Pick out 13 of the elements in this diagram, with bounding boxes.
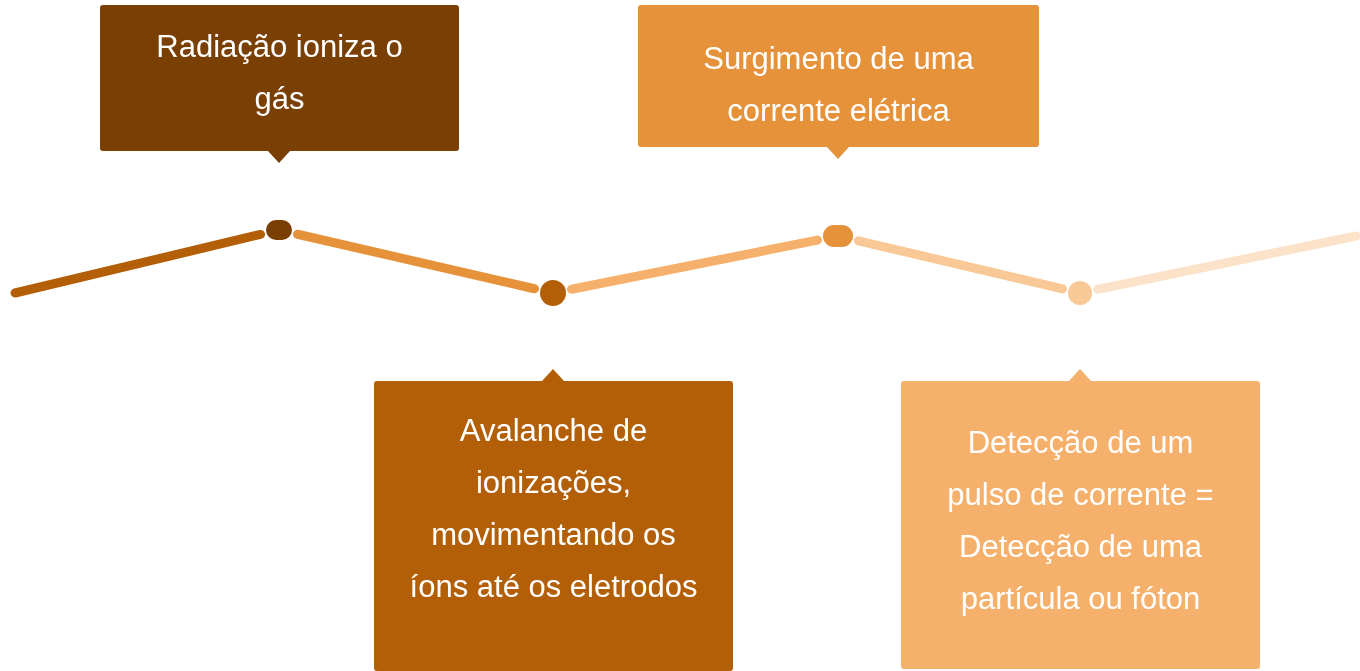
timeline-segment: [293, 229, 539, 294]
callout-text: Detecção de um pulso de corrente = Detecção de uma partícula ou fóton: [946, 424, 1215, 618]
callout-box: [901, 381, 1260, 669]
callout-text: Avalanche de ionizações, movimentando os íons até os eletrodos: [408, 412, 699, 606]
timeline-segment: [10, 229, 265, 298]
callout-box: [374, 381, 733, 671]
callout-box: [638, 5, 1039, 147]
callout-text: Radiação ioniza o gás: [155, 28, 404, 118]
timeline-segment: [1093, 231, 1360, 294]
callout-box: [100, 5, 459, 151]
timeline-segment: [853, 236, 1067, 294]
timeline-segment: [567, 235, 822, 294]
callout-text: Surgimento de uma corrente elétrica: [702, 40, 975, 130]
